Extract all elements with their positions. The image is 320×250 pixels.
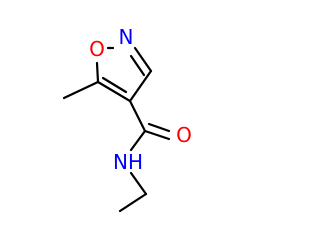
ring-oxygen-label: O bbox=[89, 37, 105, 61]
bond-carbonyl-double-1 bbox=[143, 129, 171, 141]
bond-n2-c3-inner bbox=[129, 54, 146, 77]
amide-nitrogen-label: NH bbox=[113, 150, 143, 174]
bond-c5-o1 bbox=[95, 61, 100, 84]
bond-carbonyl-n bbox=[129, 129, 147, 152]
bond-c3-c4 bbox=[128, 69, 153, 103]
bond-n2-c3 bbox=[133, 46, 153, 73]
bond-c4-carbonyl bbox=[128, 99, 147, 133]
bond-c5-methyl bbox=[62, 80, 100, 100]
structure-canvas: O N O NH bbox=[62, 25, 192, 213]
bond-c4-c5 bbox=[96, 80, 132, 103]
bond-carbonyl-double-2 bbox=[147, 122, 171, 133]
ring-nitrogen-label: N bbox=[119, 25, 134, 49]
bond-n-ethyl-ch2 bbox=[129, 171, 148, 196]
carbonyl-oxygen-label: O bbox=[176, 123, 192, 147]
bond-ethyl-ch3 bbox=[118, 192, 148, 213]
bond-c4-c5-inner bbox=[101, 76, 128, 94]
molecule-structure: O N O NH bbox=[62, 25, 192, 213]
